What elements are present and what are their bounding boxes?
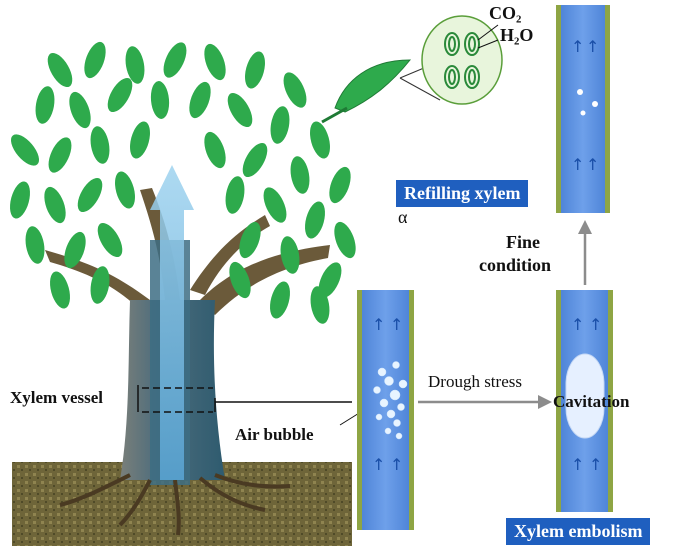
leaf-icon (305, 201, 325, 239)
leaf-icon (290, 156, 310, 194)
leaf-icon (47, 52, 73, 88)
svg-text:↑: ↑ (372, 455, 385, 474)
leaf-icon (163, 42, 187, 78)
svg-text:↑: ↑ (571, 155, 584, 174)
leaf-icon (84, 41, 106, 79)
svg-text:↑: ↑ (586, 37, 599, 56)
h2o-label: H₂O (500, 25, 534, 45)
leaf-icon (229, 261, 251, 299)
leaf-icon (270, 281, 290, 319)
leaf-icon (64, 231, 86, 269)
svg-text:↑: ↑ (372, 315, 385, 334)
cavitation-bubble (565, 353, 605, 439)
leaf-icon (204, 131, 226, 169)
leaf-icon (318, 262, 342, 298)
leaf-icon (130, 121, 150, 159)
vessel-drought: ↑ ↑ ↑ ↑ (357, 290, 414, 530)
flow-arrows-icon: ↑ ↑ ↑ ↑ (571, 37, 599, 174)
leaf-icon (242, 142, 268, 178)
drought-stress-label: Drough stress (428, 372, 522, 391)
svg-text:↑: ↑ (571, 455, 584, 474)
leaf-icon (35, 86, 55, 124)
svg-text:↑: ↑ (571, 37, 584, 56)
leaf-icon (189, 81, 211, 119)
leaf-icon (204, 43, 226, 81)
refilling-xylem-badge: Refilling xylem (396, 180, 529, 207)
leaf-icon (150, 81, 170, 119)
xylem-vessel-marker (137, 385, 352, 413)
leaf-icon (280, 236, 300, 274)
vessel-embolism: ↑ ↑ ↑ ↑ (556, 290, 613, 512)
svg-text:↑: ↑ (390, 455, 403, 474)
svg-text:↑: ↑ (589, 455, 602, 474)
leaf-icon (115, 171, 135, 209)
svg-text:↑: ↑ (571, 315, 584, 334)
leaf-icon (270, 106, 290, 144)
leaf-icon (263, 187, 287, 223)
svg-text:↑: ↑ (589, 315, 602, 334)
leaf-icon (44, 186, 66, 224)
svg-text:↑: ↑ (390, 315, 403, 334)
leaf-icon (245, 51, 265, 89)
svg-text:↑: ↑ (586, 155, 599, 174)
co2-label: CO₂ (489, 3, 522, 23)
leaf-icon (310, 286, 330, 324)
cavitation-label: Cavitation (553, 392, 630, 411)
flow-arrows-icon: ↑ ↑ ↑ ↑ (571, 315, 602, 474)
process-arrows (418, 220, 592, 409)
leaf-icon (10, 134, 40, 166)
vessel-refilling: ↑ ↑ ↑ ↑ (556, 5, 610, 213)
leaf-icon (310, 121, 330, 159)
flow-arrows-icon: ↑ ↑ ↑ ↑ (372, 315, 403, 474)
water-flow-arrow-icon (150, 165, 194, 480)
xylem-embolism-badge: Xylem embolism (506, 518, 651, 545)
leaf-icon (125, 46, 145, 84)
leaf-icon (90, 126, 110, 164)
fine-label: Fine (506, 232, 540, 252)
stomata-circle (421, 15, 503, 105)
leaf-icon (329, 166, 351, 204)
leaf-icon (225, 176, 245, 214)
leaf-icon (69, 91, 91, 129)
air-bubbles (373, 361, 408, 440)
leaf-icon (90, 266, 110, 304)
leaf-icon (97, 222, 123, 258)
roots (59, 473, 291, 536)
leaf-icon (10, 181, 30, 219)
leaf-icon (334, 221, 356, 259)
leaf-icon (107, 77, 133, 113)
tree (45, 165, 330, 536)
air-bubble-label: Air bubble (235, 425, 314, 444)
leaf-icon (77, 177, 103, 213)
stomata-icon (444, 32, 480, 89)
xylem-vessel-label: Xylem vessel (10, 388, 104, 407)
leaf-icon (239, 221, 261, 259)
leaf-icon (227, 92, 253, 128)
leaf-icon (50, 271, 70, 309)
leaves (10, 41, 356, 324)
leaf-icon (48, 137, 72, 173)
alpha-label: α (398, 207, 408, 227)
leaf-icon (283, 72, 307, 108)
leaf-icon (25, 226, 45, 264)
condition-label: condition (479, 255, 552, 275)
leaf-zoom (321, 15, 503, 124)
